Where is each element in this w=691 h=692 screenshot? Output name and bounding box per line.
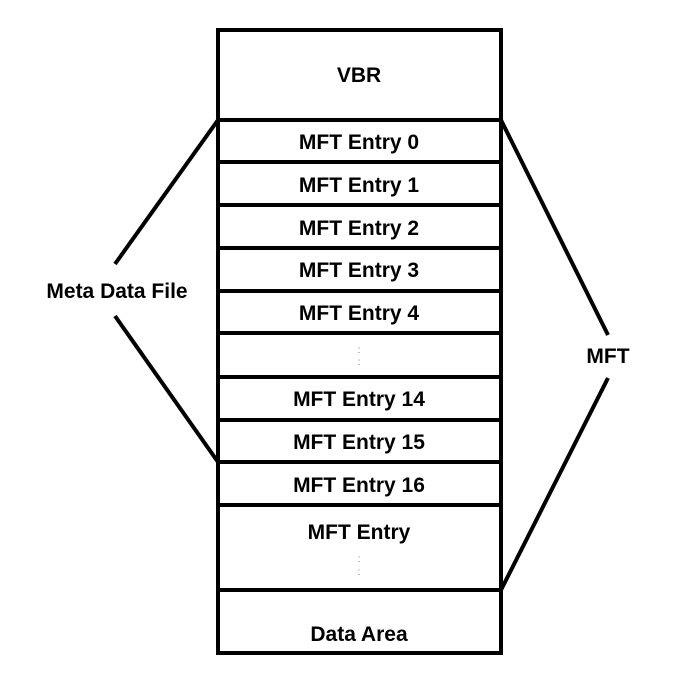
- mft-bracket: [499, 119, 610, 591]
- gap-ellipsis: :: [358, 345, 361, 356]
- mft-entry-3-label: MFT Entry 3: [299, 259, 419, 282]
- mft-bracket-upper-line: [499, 119, 610, 336]
- mft-entry-0-label: MFT Entry 0: [299, 131, 419, 154]
- vbr-label: VBR: [337, 64, 381, 87]
- mft-entry-16-label: MFT Entry 16: [293, 474, 425, 497]
- mft-entry-14-label: MFT Entry 14: [293, 388, 425, 411]
- entry-more-ellipsis-lower: :: [358, 567, 361, 578]
- meta-data-file-bracket: [113, 118, 220, 464]
- meta-bracket-lower-line: [113, 314, 220, 464]
- gap-ellipsis-lower: :: [358, 357, 361, 368]
- meta-bracket-upper-line: [113, 118, 220, 266]
- mft-entry-2-label: MFT Entry 2: [299, 217, 419, 240]
- mft-bracket-lower-line: [499, 377, 610, 591]
- mft-label: MFT: [586, 345, 629, 368]
- data-area-label: Data Area: [310, 623, 408, 646]
- mft-entry-1-label: MFT Entry 1: [299, 174, 419, 197]
- mft-entry-4-label: MFT Entry 4: [299, 302, 419, 325]
- mft-entry-more-label: MFT Entry: [308, 521, 411, 544]
- mft-entry-15-label: MFT Entry 15: [293, 431, 425, 454]
- entry-more-ellipsis: :: [358, 554, 361, 565]
- meta-data-file-label: Meta Data File: [46, 280, 187, 303]
- block-dividers: [218, 118, 501, 592]
- disk-stack-outline: [216, 28, 503, 655]
